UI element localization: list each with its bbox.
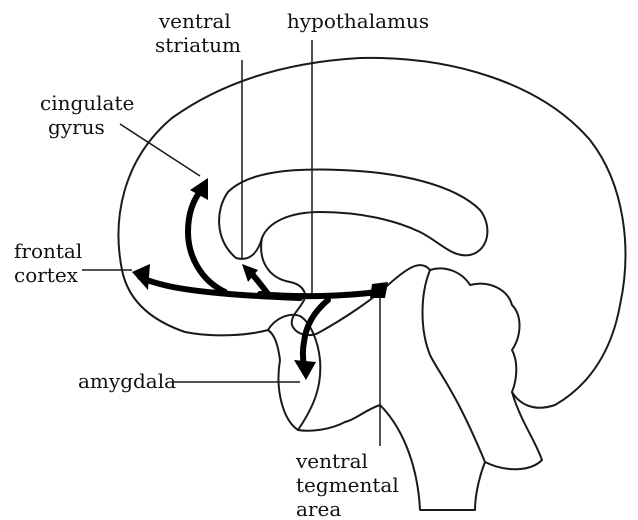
label-cingulate-gyrus-line2: gyrus [48, 115, 105, 139]
label-ventral-striatum: ventral striatum [155, 9, 241, 57]
label-amygdala-line1: amygdala [78, 369, 176, 393]
thalamus-outline [261, 238, 430, 335]
label-vta-line1: ventral [295, 449, 368, 473]
temporal-lobe-outline [268, 315, 320, 430]
label-hypothalamus: hypothalamus [287, 9, 429, 33]
label-hypothalamus-line1: hypothalamus [287, 9, 429, 33]
label-frontal-cortex: frontal cortex [14, 239, 89, 287]
brain-outline [119, 58, 626, 510]
frontal-cortex-arrowhead [132, 264, 150, 290]
label-ventral-striatum-line2: striatum [155, 33, 241, 57]
label-amygdala: amygdala [78, 369, 176, 393]
pathway-to-amygdala [303, 300, 328, 366]
label-cingulate-gyrus-line1: cingulate [40, 91, 134, 115]
label-vta-line2: tegmental [296, 473, 399, 497]
cerebellum-outline [430, 268, 520, 392]
corpus-callosum [219, 170, 487, 259]
pathway-to-cingulate-gyrus [188, 188, 225, 292]
label-cingulate-gyrus: cingulate gyrus [40, 91, 141, 139]
amygdala-arrowhead [294, 360, 316, 380]
vta-origin-mark [370, 282, 388, 298]
label-frontal-cortex-line2: cortex [14, 263, 79, 287]
brainstem-divider [423, 270, 486, 462]
label-ventral-tegmental-area: ventral tegmental area [295, 449, 405, 520]
label-vta-line3: area [296, 497, 341, 520]
label-frontal-cortex-line1: frontal [14, 239, 82, 263]
label-ventral-striatum-line1: ventral [158, 9, 231, 33]
